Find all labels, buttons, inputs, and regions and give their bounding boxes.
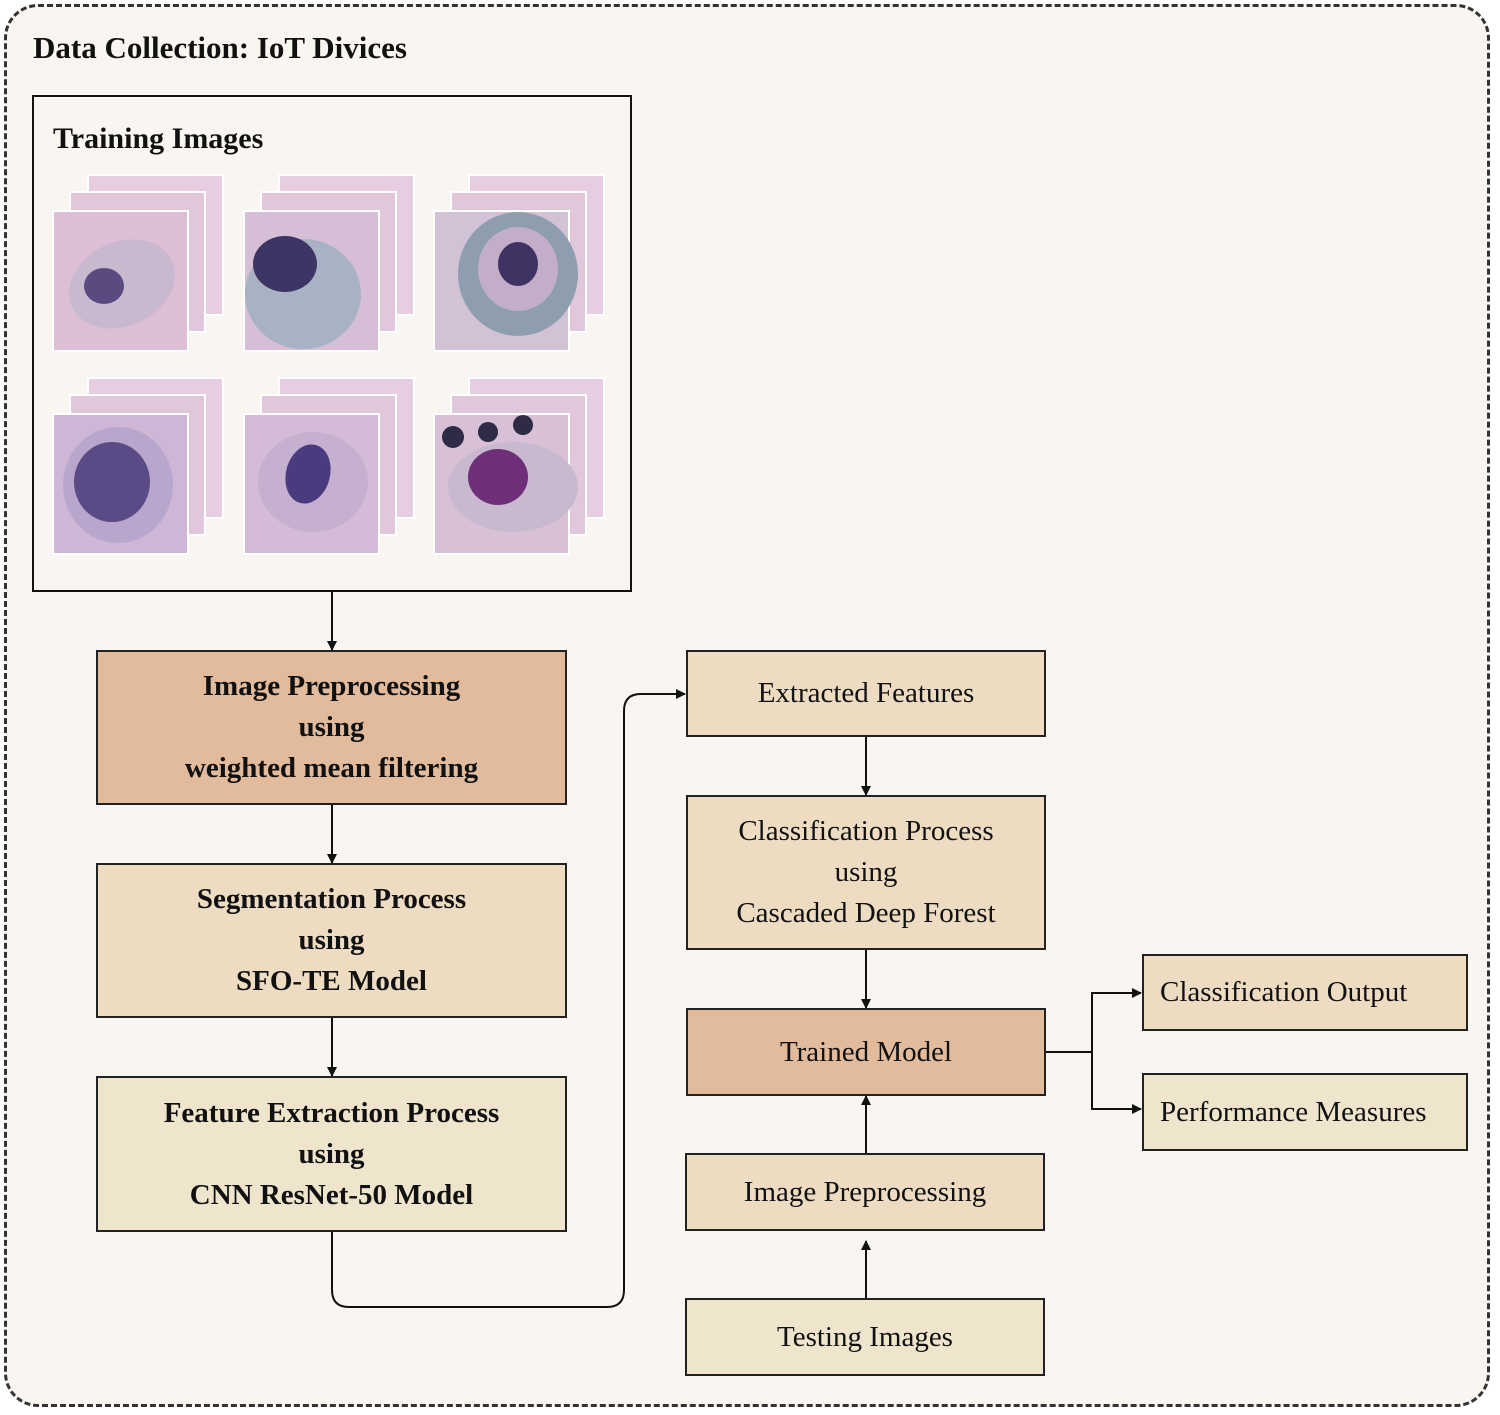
cell-image-icon xyxy=(52,174,224,352)
cell-image-icon xyxy=(433,377,605,555)
box-line: Trained Model xyxy=(779,1035,953,1068)
segmentation-process-box: Segmentation Process using SFO-TE Model xyxy=(96,863,567,1018)
cell-image-icon xyxy=(243,377,415,555)
box-line: using xyxy=(298,924,365,956)
cell-image-icon xyxy=(52,377,224,555)
box-line: Image Preprocessing xyxy=(743,1175,987,1208)
cell-image-icon xyxy=(243,174,415,352)
box-line: using xyxy=(298,711,365,743)
performance-measures-box: Performance Measures xyxy=(1142,1073,1468,1151)
box-line: Extracted Features xyxy=(757,677,975,709)
arrow-to-performance-measures xyxy=(1091,1052,1142,1114)
image-preprocessing-box: Image Preprocessing using weighted mean … xyxy=(96,650,567,805)
cell-image-stack xyxy=(433,377,608,557)
box-line: Feature Extraction Process xyxy=(163,1096,500,1129)
box-line: CNN ResNet-50 Model xyxy=(189,1178,474,1211)
box-line: weighted mean filtering xyxy=(184,752,479,784)
feature-extraction-box: Feature Extraction Process using CNN Res… xyxy=(96,1076,567,1232)
box-line: Performance Measures xyxy=(1160,1095,1427,1128)
box-line: SFO-TE Model xyxy=(236,965,427,997)
box-line: Testing Images xyxy=(777,1320,953,1353)
test-image-preprocessing-box: Image Preprocessing xyxy=(685,1153,1045,1231)
classification-process-box: Classification Process using Cascaded De… xyxy=(686,795,1046,950)
box-line: Cascaded Deep Forest xyxy=(736,897,996,929)
diagram-title: Data Collection: IoT Divices xyxy=(33,30,407,65)
arrow-feature-to-extracted xyxy=(331,689,686,1308)
arrow-to-classification-output xyxy=(1091,988,1142,1052)
training-images-title: Training Images xyxy=(53,122,264,155)
cell-image-stack xyxy=(243,377,418,557)
box-line: Segmentation Process xyxy=(196,883,467,915)
cell-image-stack xyxy=(433,174,608,354)
box-line: Image Preprocessing xyxy=(202,670,461,702)
testing-images-box: Testing Images xyxy=(685,1298,1045,1376)
cell-image-stack xyxy=(52,174,227,354)
box-line: Classification Output xyxy=(1160,976,1408,1008)
cell-image-stack xyxy=(52,377,227,557)
cell-image-stack xyxy=(243,174,418,354)
box-line: using xyxy=(298,1137,365,1170)
trained-model-box: Trained Model xyxy=(686,1008,1046,1096)
box-line: Classification Process xyxy=(738,815,994,847)
box-line: using xyxy=(834,856,898,888)
extracted-features-box: Extracted Features xyxy=(686,650,1046,737)
classification-output-box: Classification Output xyxy=(1142,954,1468,1031)
cell-image-icon xyxy=(433,174,605,352)
